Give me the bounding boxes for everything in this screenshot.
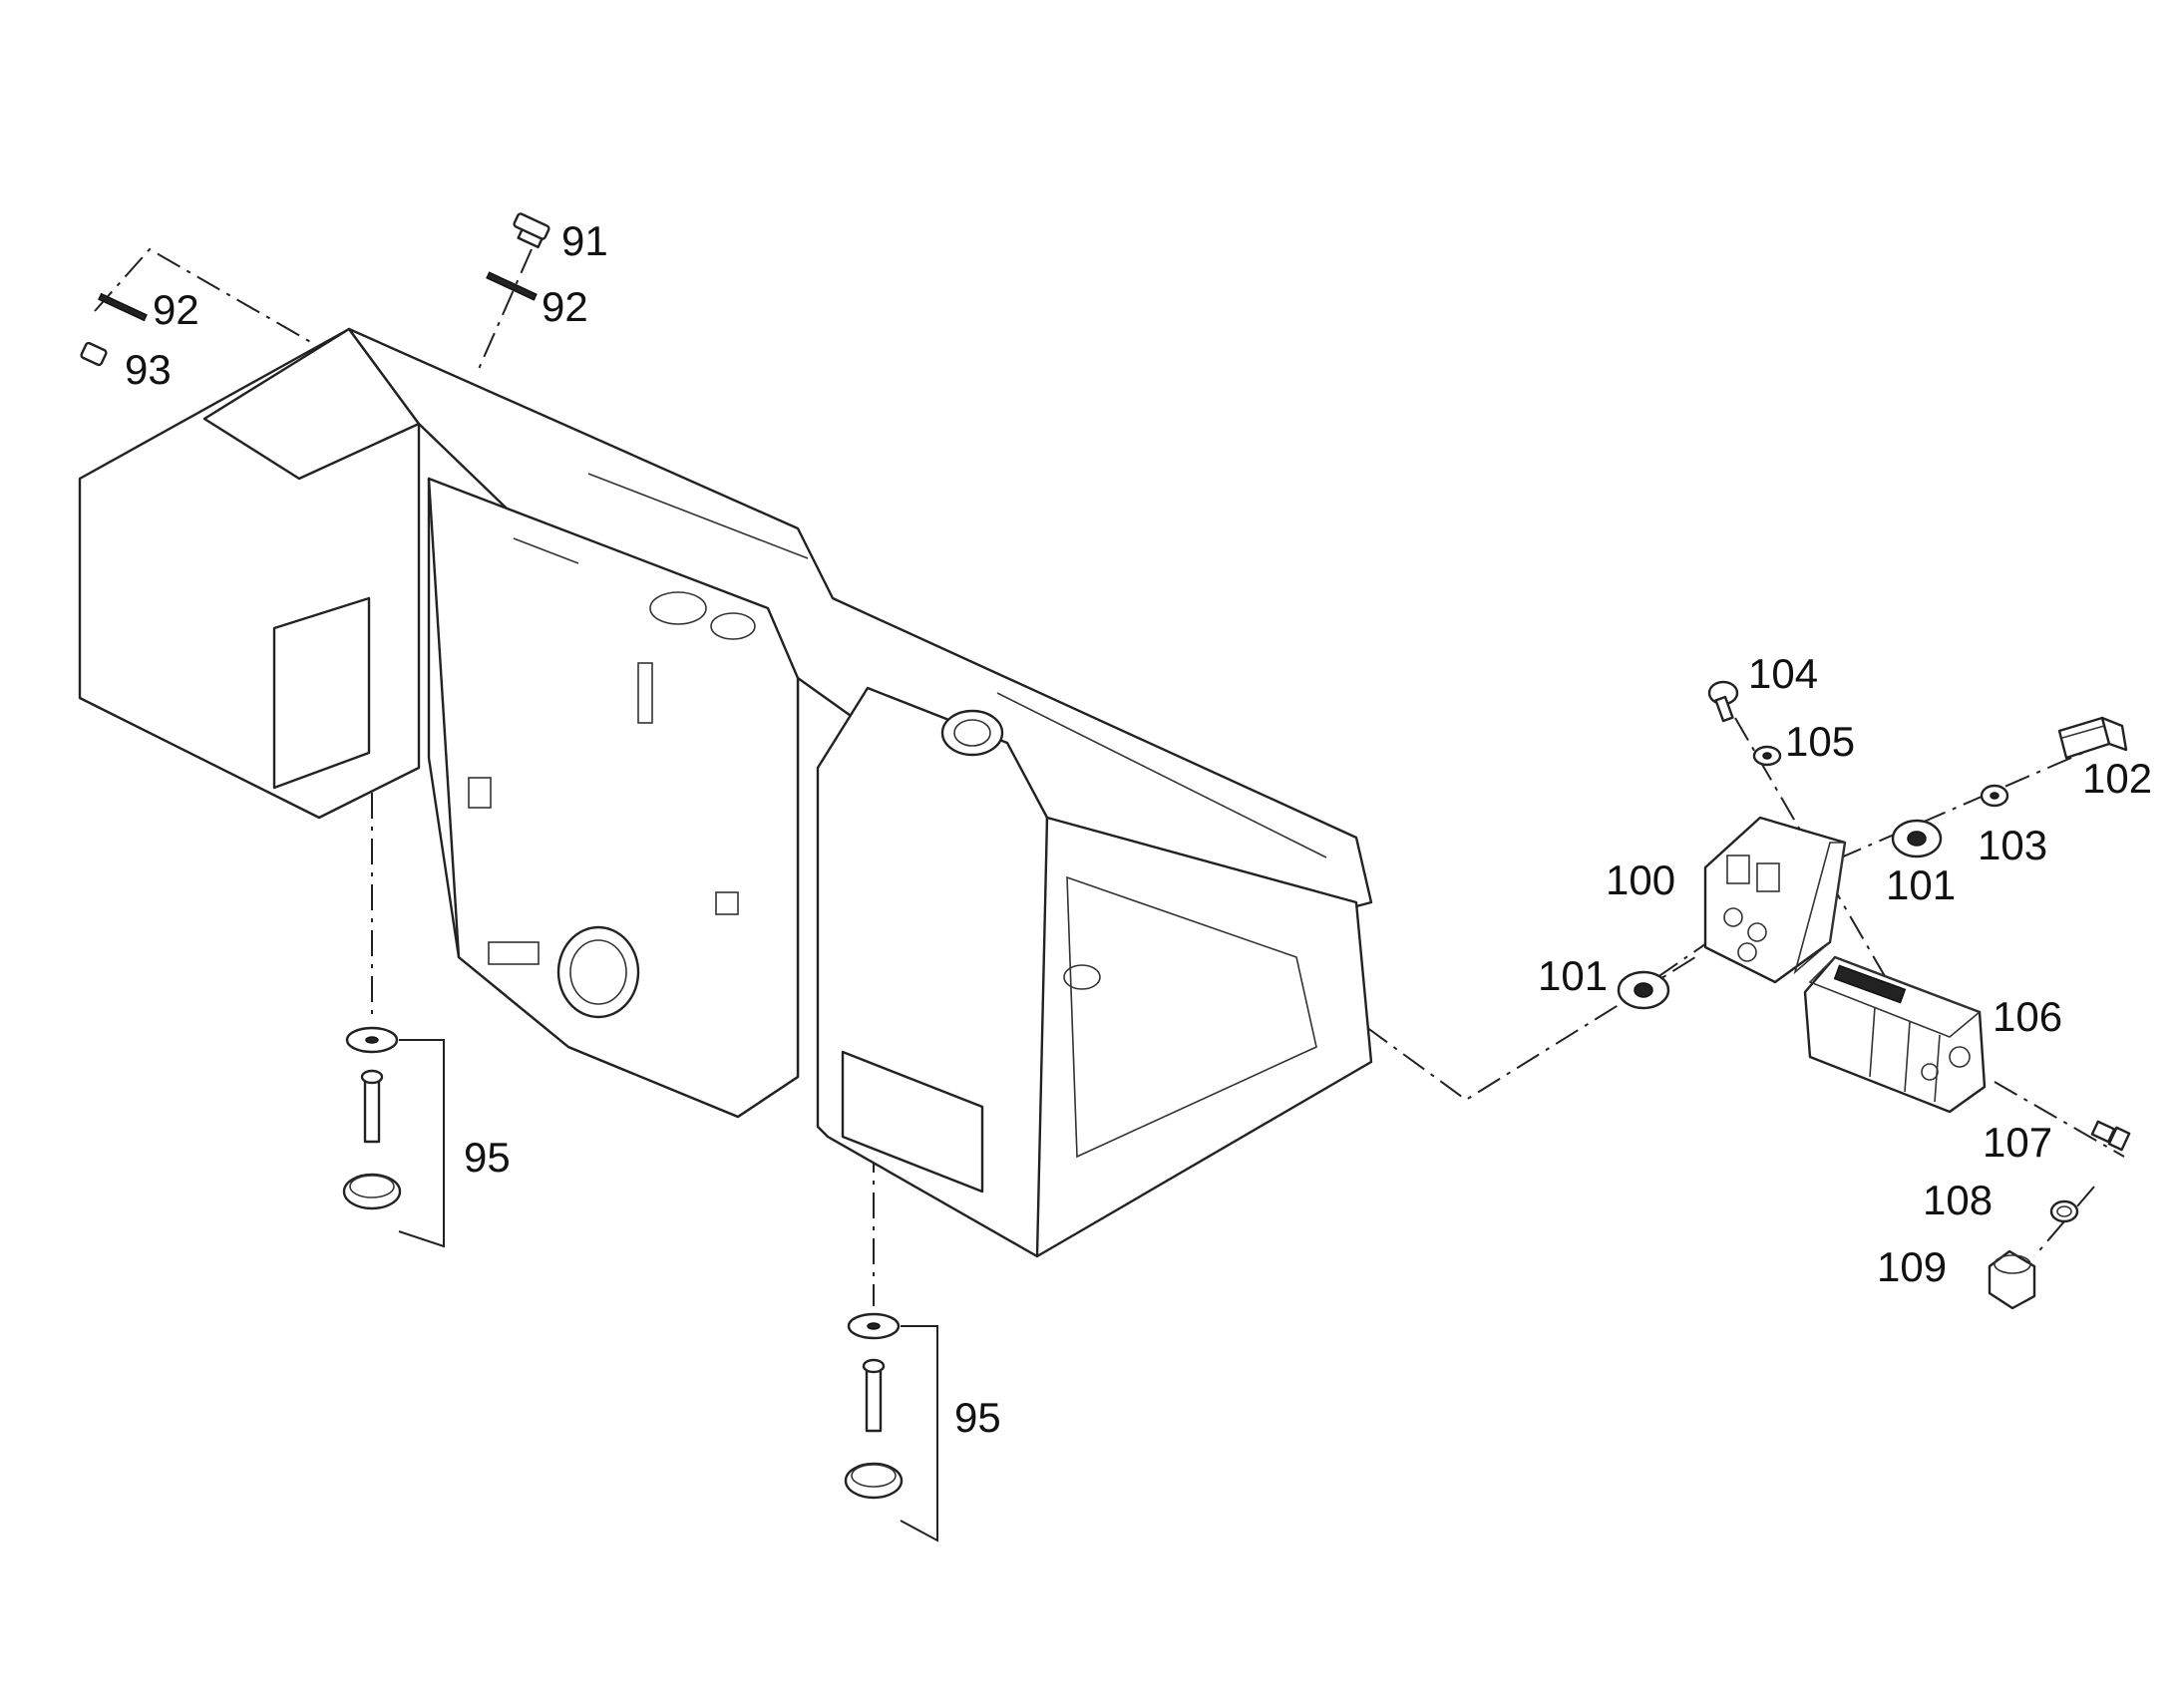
callout-93: 93 — [125, 346, 172, 393]
cap-109 — [1988, 1249, 2036, 1310]
hardware-top-left — [80, 212, 550, 367]
fitting-108 — [2049, 1199, 2079, 1223]
frame-filler-neck — [940, 709, 1004, 757]
frame-trough-inner — [1066, 875, 1317, 1159]
callout-107: 107 — [1983, 1119, 2052, 1166]
frame-trough-drain — [1063, 964, 1101, 990]
callout-92-right: 92 — [542, 283, 588, 330]
mounting-bracket-100 — [1703, 816, 1847, 984]
frame-tab — [488, 941, 540, 965]
frame-rail — [513, 537, 579, 564]
bracket-assembly — [1617, 680, 2131, 1310]
elbow-107 — [2090, 1120, 2131, 1152]
callout-92-left: 92 — [153, 286, 199, 333]
bracket-hole — [1747, 922, 1767, 942]
mount-95-left — [342, 1026, 445, 1248]
washer-92-left — [98, 292, 148, 322]
bracket-slot — [1726, 854, 1750, 884]
callout-109: 109 — [1877, 1243, 1947, 1290]
bracket-side-flange — [1793, 842, 1846, 975]
bolt-91 — [513, 212, 550, 249]
callout-95-left: 95 — [464, 1134, 511, 1181]
frame-left-cutout — [272, 596, 371, 790]
fitting-93 — [80, 341, 108, 367]
frame-center-face — [427, 477, 800, 1119]
leader-line-91 — [478, 248, 533, 370]
leader-line-102 — [1794, 747, 2095, 878]
frame-top-small-port — [710, 612, 756, 640]
callout-91: 91 — [561, 217, 608, 264]
leader-line-107 — [1994, 1081, 2125, 1158]
callout-104: 104 — [1748, 650, 1818, 697]
leader-line-104-106 — [1734, 717, 1956, 1098]
callout-labels: 91 92 92 93 95 95 100 101 101 102 103 10… — [125, 217, 2152, 1441]
callout-102: 102 — [2082, 755, 2152, 802]
frame-large-round-opening-inner — [569, 939, 627, 1005]
callout-105: 105 — [1785, 718, 1855, 765]
callout-106: 106 — [1993, 993, 2062, 1040]
frame-top-round-port — [649, 591, 707, 625]
bracket-slot — [1756, 862, 1780, 892]
bolt-104 — [1707, 680, 1739, 723]
frame-rail — [996, 692, 1327, 858]
frame-filler-neck-inner — [953, 719, 991, 747]
callout-103: 103 — [1978, 822, 2047, 868]
callout-95-center: 95 — [954, 1394, 1001, 1441]
callout-100: 100 — [1606, 856, 1675, 903]
bracket-hole — [1723, 907, 1743, 927]
frame-tab — [468, 777, 492, 809]
washer-92-right — [486, 271, 538, 301]
frame-rail — [587, 473, 809, 559]
frame-tab — [715, 891, 739, 915]
bracket-hole — [1737, 942, 1757, 962]
callout-108: 108 — [1923, 1177, 1993, 1223]
callout-101-right: 101 — [1886, 861, 1956, 908]
mount-95-center — [844, 1312, 938, 1542]
frame-front-lower-cutout — [841, 1050, 984, 1194]
frame-right-trough — [1035, 816, 1373, 1258]
bolt-102 — [2057, 716, 2128, 760]
main-frame — [78, 327, 1373, 1258]
frame-slot — [637, 662, 653, 724]
valve-block-106 — [1803, 955, 1987, 1114]
leader-line-92-93 — [94, 247, 315, 345]
callout-101-left: 101 — [1538, 952, 1608, 999]
